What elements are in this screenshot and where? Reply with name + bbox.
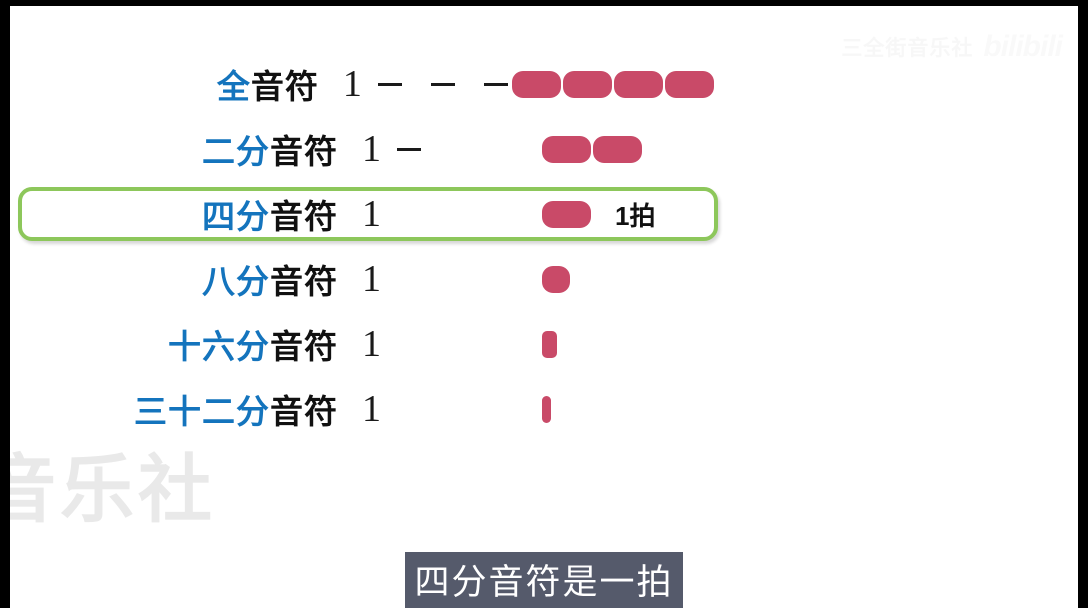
- club-watermark: 音乐社: [10, 448, 216, 531]
- note-row-box: 二分音符 1: [18, 122, 718, 176]
- note-row: 四分音符 1 1拍: [10, 182, 1078, 246]
- note-extension-dash: [397, 147, 421, 151]
- note-duration-bar: [542, 265, 570, 293]
- note-numeral-stack: 1: [362, 325, 381, 363]
- note-duration-bar: [542, 395, 551, 423]
- note-row-box: 十六分音符 1: [18, 317, 718, 371]
- note-numeral-digit: 1: [362, 128, 381, 170]
- note-duration-bar: [563, 70, 612, 98]
- note-row: 二分音符 1: [10, 117, 1078, 181]
- note-duration-bars: [542, 135, 642, 163]
- beat-count-label: 1拍: [615, 200, 656, 231]
- note-row-box: 三十二分音符 1: [18, 382, 718, 436]
- note-row: 三十二分音符 1: [10, 377, 1078, 441]
- subtitle-bar: 四分音符是一拍: [10, 552, 1078, 608]
- note-name-label: 三十二分音符: [22, 385, 352, 433]
- note-name-prefix: 十六分: [168, 328, 270, 365]
- note-numeral-cell: 1: [352, 130, 542, 168]
- note-row-highlight-box: 四分音符 1 1拍: [18, 187, 718, 241]
- note-name-label: 全音符: [22, 60, 333, 108]
- note-numeral-stack: 1: [343, 65, 362, 103]
- note-extension-dash: [377, 82, 402, 86]
- note-duration-bars: 1拍: [542, 196, 655, 233]
- note-row: 十六分音符 1: [10, 312, 1078, 376]
- note-name-suffix: 音符: [270, 393, 338, 430]
- note-duration-bar: [665, 70, 714, 98]
- note-name-suffix: 音符: [250, 68, 319, 105]
- note-name-prefix: 四分: [202, 198, 270, 235]
- note-numeral-cell: 1: [352, 195, 542, 233]
- note-duration-bar: [542, 200, 591, 228]
- note-name-prefix: 二分: [202, 133, 270, 170]
- note-name-label: 四分音符: [22, 190, 352, 238]
- note-row-box: 全音符 1: [18, 57, 718, 111]
- note-duration-bar: [512, 70, 561, 98]
- note-extension-dashes: [397, 147, 421, 151]
- note-numeral-stack: 1: [362, 390, 381, 428]
- note-duration-bar: [593, 135, 642, 163]
- note-duration-bars: [542, 265, 570, 293]
- note-name-suffix: 音符: [270, 133, 338, 170]
- note-extension-dashes: [377, 82, 508, 86]
- note-duration-bars: [542, 330, 557, 358]
- note-duration-bars: [542, 395, 551, 423]
- note-extension-dash: [430, 82, 455, 86]
- note-name-suffix: 音符: [270, 198, 338, 235]
- note-numeral-digit: 1: [342, 63, 362, 105]
- note-extension-dash: [483, 82, 508, 86]
- note-numeral-digit: 1: [362, 388, 381, 430]
- note-name-prefix: 全: [216, 68, 251, 105]
- note-name-label: 十六分音符: [22, 320, 352, 368]
- note-numeral-stack: 1: [362, 130, 381, 168]
- note-row: 八分音符 1: [10, 247, 1078, 311]
- note-numeral-stack: 1: [362, 195, 381, 233]
- note-duration-bars: [512, 70, 714, 98]
- note-numeral-cell: 1: [352, 390, 542, 428]
- note-name-label: 二分音符: [22, 125, 352, 173]
- note-numeral-cell: 1: [352, 325, 542, 363]
- note-numeral-stack: 1: [362, 260, 381, 298]
- note-row-box: 八分音符 1: [18, 252, 718, 306]
- note-row: 全音符 1: [10, 52, 1078, 116]
- note-duration-bar: [542, 330, 557, 358]
- note-numeral-cell: 1: [352, 260, 542, 298]
- note-name-label: 八分音符: [22, 255, 352, 303]
- note-name-prefix: 三十二分: [134, 393, 270, 430]
- note-duration-bar: [542, 135, 591, 163]
- note-name-prefix: 八分: [202, 263, 270, 300]
- note-numeral-digit: 1: [362, 258, 381, 300]
- note-name-suffix: 音符: [270, 328, 338, 365]
- note-numeral-cell: 1: [333, 65, 512, 103]
- note-numeral-digit: 1: [362, 193, 381, 235]
- note-duration-bar: [614, 70, 663, 98]
- note-name-suffix: 音符: [270, 263, 338, 300]
- subtitle-text: 四分音符是一拍: [405, 552, 683, 608]
- note-numeral-digit: 1: [362, 323, 381, 365]
